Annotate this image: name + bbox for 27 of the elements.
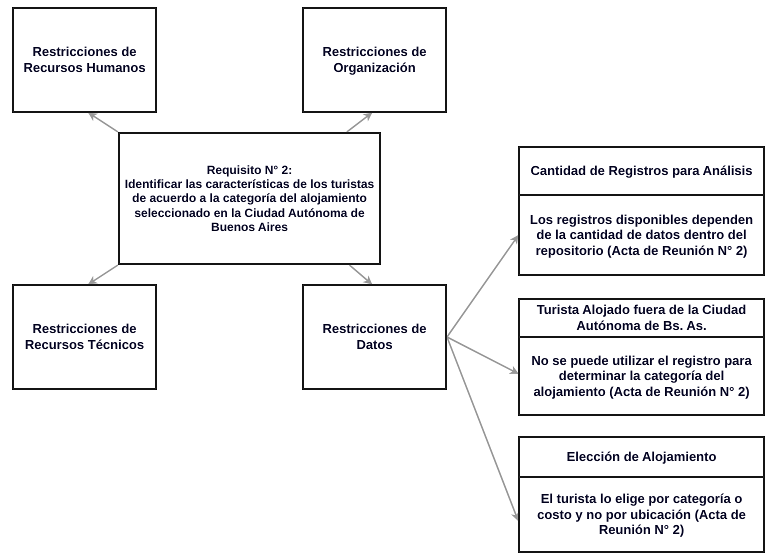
arrow [446,234,519,338]
process-box [518,146,765,276]
process-box [518,436,765,553]
node-heading: Cantidad de Registros para Análisis [529,162,754,180]
arrow [88,112,118,133]
process-box [118,132,381,265]
process-box [518,298,765,416]
arrow [446,336,519,374]
node-text: El turista lo elige por categoría o costo y no por ubicación (Acta de Reunión N° 2) [520,476,763,551]
node-heading: Turista Alojado fuera de la Ciudad Autónoma de Bs. As. [536,301,748,336]
node-heading: Requisito N° 2: [206,162,294,177]
process-box [12,284,157,390]
process-box [302,7,447,113]
node-text: Los registros disponibles dependen de la cantidad de datos dentro del repositorio (Acta de Reunión N° 2) [520,194,763,274]
node-heading: Elección de Alojamiento [566,448,718,466]
arrow [348,264,372,285]
node-text: No se puede utilizar el registro para determinar la categoría del alojamiento (Acta de Reunión N° 2) [520,336,763,414]
node-text: Identificar las características de los turistas de acuerdo a la categoría del alojamiento seleccionado en la Ciudad Autónoma de Buenos Aires [124,176,376,234]
node-text: Restricciones de Recursos Humanos [22,44,147,76]
process-box [302,284,447,390]
arrow [88,264,118,285]
arrow [446,336,520,522]
node-text: Restricciones de Datos [321,321,428,353]
process-box [12,7,157,113]
node-text: Restricciones de Recursos Técnicos [24,321,146,353]
node-text: Restricciones de Organización [321,44,428,76]
arrow [346,112,372,133]
